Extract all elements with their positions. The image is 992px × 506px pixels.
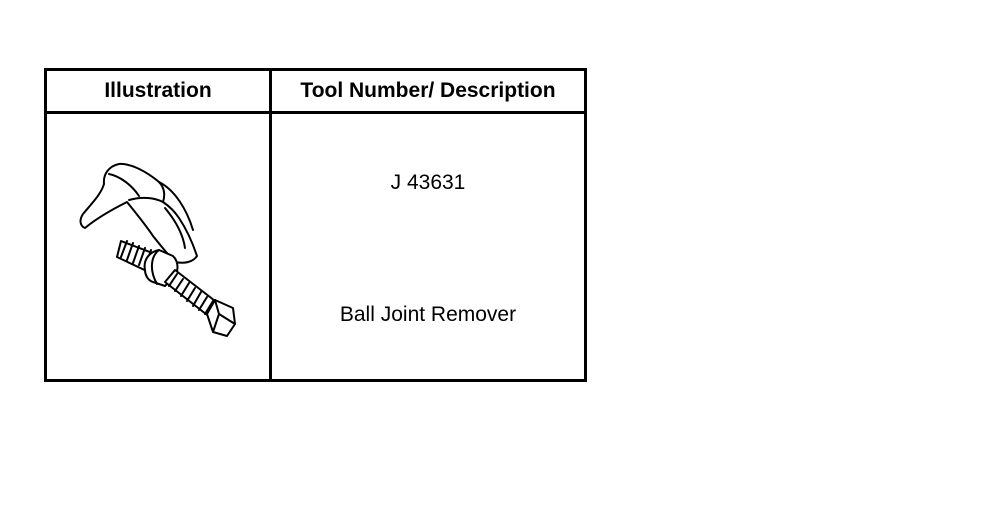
tool-table: Illustration Tool Number/ Description [44,68,587,382]
tool-number: J 43631 [390,171,466,194]
table-row-description-cell: J 43631 Ball Joint Remover [272,114,584,379]
header-row-divider [47,111,584,114]
tool-name: Ball Joint Remover [339,303,517,326]
header-illustration: Illustration [104,79,212,102]
header-tool-number-description: Tool Number/ Description [300,79,556,102]
column-divider [269,71,272,379]
table-row-illustration-cell [47,114,269,379]
ball-joint-remover-icon [79,162,236,337]
